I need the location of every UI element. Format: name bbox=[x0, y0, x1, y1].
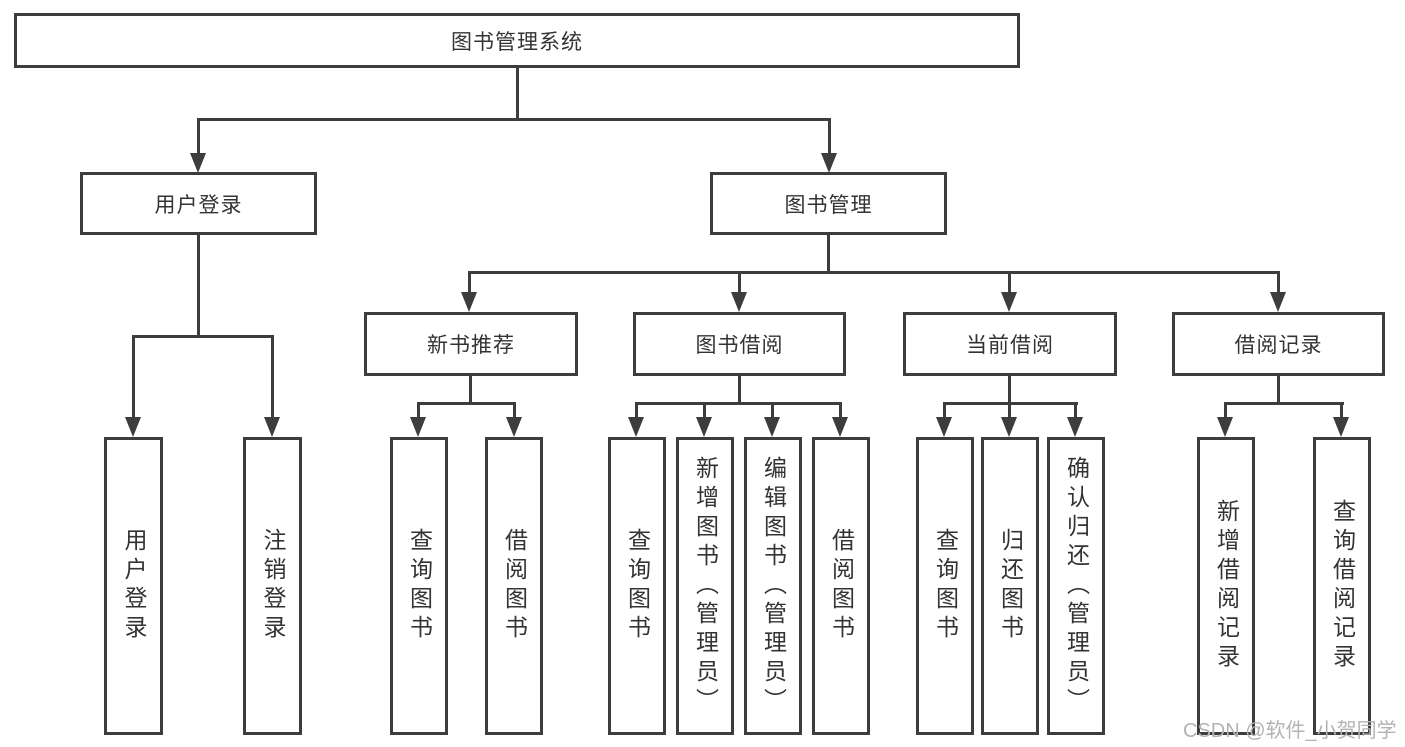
node-book-borrowing: 图书借阅 bbox=[633, 312, 846, 376]
connector-bookmgmt-stem bbox=[827, 235, 830, 274]
connector-bb-drop-4 bbox=[839, 402, 842, 420]
arrow-down-icon bbox=[764, 417, 780, 437]
leaf-cb-return-book: 归还图书 bbox=[981, 437, 1039, 735]
connector-userlogin-branch bbox=[132, 335, 274, 338]
arrow-down-icon bbox=[190, 153, 206, 173]
leaf-br-query-record-label: 查询借阅记录 bbox=[1329, 499, 1356, 673]
leaf-bb-add-book-label: 新增图书（管理员） bbox=[692, 455, 719, 717]
node-root-label: 图书管理系统 bbox=[451, 30, 583, 54]
connector-userlogin-drop-2 bbox=[271, 335, 274, 420]
arrow-down-icon bbox=[1270, 292, 1286, 312]
connector-br-branch bbox=[1224, 402, 1344, 405]
connector-bb-branch bbox=[635, 402, 842, 405]
node-root: 图书管理系统 bbox=[14, 13, 1020, 68]
connector-bb-drop-3 bbox=[771, 402, 774, 420]
node-current-borrowing-label: 当前借阅 bbox=[966, 334, 1054, 357]
connector-nbr-drop-1 bbox=[417, 402, 420, 420]
connector-bookmgmt-drop-3 bbox=[1008, 271, 1011, 295]
leaf-br-add-record-label: 新增借阅记录 bbox=[1213, 499, 1240, 673]
connector-bb-drop-2 bbox=[703, 402, 706, 420]
leaf-bb-edit-book-label: 编辑图书（管理员） bbox=[760, 455, 787, 717]
leaf-logout: 注销登录 bbox=[243, 437, 302, 735]
node-book-borrowing-label: 图书借阅 bbox=[695, 334, 784, 357]
arrow-down-icon bbox=[1333, 417, 1349, 437]
arrow-down-icon bbox=[1067, 417, 1083, 437]
arrow-down-icon bbox=[731, 292, 747, 312]
leaf-br-add-record: 新增借阅记录 bbox=[1197, 437, 1255, 735]
connector-bookmgmt-branch bbox=[468, 271, 1280, 274]
leaf-nbr-borrow-book-label: 借阅图书 bbox=[501, 528, 528, 644]
connector-userlogin-drop-1 bbox=[132, 335, 135, 420]
node-borrowing-records-label: 借阅记录 bbox=[1234, 334, 1323, 357]
connector-cb-drop-1 bbox=[943, 402, 946, 420]
connector-bookmgmt-drop-1 bbox=[468, 271, 471, 295]
leaf-nbr-query-book-label: 查询图书 bbox=[406, 528, 433, 644]
node-new-book-recommend: 新书推荐 bbox=[364, 312, 578, 376]
leaf-bb-edit-book: 编辑图书（管理员） bbox=[744, 437, 802, 735]
connector-root-branch bbox=[197, 118, 831, 121]
leaf-user-login-label: 用户登录 bbox=[121, 528, 147, 644]
arrow-down-icon bbox=[461, 292, 477, 312]
connector-root-right-drop bbox=[828, 118, 831, 156]
leaf-cb-query-book-label: 查询图书 bbox=[932, 528, 959, 644]
arrow-down-icon bbox=[264, 417, 280, 437]
node-new-book-recommend-label: 新书推荐 bbox=[427, 334, 515, 357]
connector-bookmgmt-drop-2 bbox=[738, 271, 741, 295]
connector-br-drop-1 bbox=[1224, 402, 1227, 420]
arrow-down-icon bbox=[1001, 417, 1017, 437]
leaf-bb-query-book: 查询图书 bbox=[608, 437, 666, 735]
leaf-br-query-record: 查询借阅记录 bbox=[1313, 437, 1371, 735]
connector-nbr-branch bbox=[417, 402, 516, 405]
leaf-bb-borrow-book-label: 借阅图书 bbox=[828, 528, 855, 644]
arrow-down-icon bbox=[821, 153, 837, 173]
connector-cb-drop-3 bbox=[1074, 402, 1077, 420]
arrow-down-icon bbox=[936, 417, 952, 437]
leaf-user-login: 用户登录 bbox=[104, 437, 163, 735]
csdn-watermark: CSDN @软件_小贺同学 bbox=[1183, 720, 1397, 742]
arrow-down-icon bbox=[125, 417, 141, 437]
node-book-management-label: 图书管理 bbox=[784, 193, 873, 217]
node-book-management: 图书管理 bbox=[710, 172, 947, 235]
arrow-down-icon bbox=[832, 417, 848, 437]
arrow-down-icon bbox=[410, 417, 426, 437]
leaf-nbr-query-book: 查询图书 bbox=[390, 437, 448, 735]
leaf-bb-add-book: 新增图书（管理员） bbox=[676, 437, 734, 735]
leaf-logout-label: 注销登录 bbox=[260, 528, 286, 644]
node-user-login-label: 用户登录 bbox=[154, 193, 243, 217]
connector-nbr-drop-2 bbox=[513, 402, 516, 420]
leaf-bb-query-book-label: 查询图书 bbox=[624, 528, 651, 644]
connector-cb-drop-2 bbox=[1008, 402, 1011, 420]
connector-userlogin-stem bbox=[197, 235, 200, 338]
node-borrowing-records: 借阅记录 bbox=[1172, 312, 1385, 376]
connector-root-left-drop bbox=[197, 118, 200, 156]
arrow-down-icon bbox=[1001, 292, 1017, 312]
leaf-cb-query-book: 查询图书 bbox=[916, 437, 974, 735]
node-current-borrowing: 当前借阅 bbox=[903, 312, 1117, 376]
connector-br-drop-2 bbox=[1340, 402, 1343, 420]
leaf-nbr-borrow-book: 借阅图书 bbox=[485, 437, 543, 735]
connector-bookmgmt-drop-4 bbox=[1277, 271, 1280, 295]
arrow-down-icon bbox=[696, 417, 712, 437]
arrow-down-icon bbox=[1217, 417, 1233, 437]
leaf-cb-confirm-return: 确认归还（管理员） bbox=[1047, 437, 1105, 735]
connector-cb-stem bbox=[1008, 376, 1011, 405]
connector-nbr-stem bbox=[469, 376, 472, 405]
leaf-cb-return-book-label: 归还图书 bbox=[997, 528, 1024, 644]
arrow-down-icon bbox=[506, 417, 522, 437]
connector-br-stem bbox=[1277, 376, 1280, 405]
leaf-bb-borrow-book: 借阅图书 bbox=[812, 437, 870, 735]
connector-root-stem bbox=[516, 68, 519, 120]
arrow-down-icon bbox=[628, 417, 644, 437]
connector-bb-drop-1 bbox=[635, 402, 638, 420]
connector-bb-stem bbox=[738, 376, 741, 405]
leaf-cb-confirm-return-label: 确认归还（管理员） bbox=[1063, 455, 1090, 717]
node-user-login: 用户登录 bbox=[80, 172, 317, 235]
